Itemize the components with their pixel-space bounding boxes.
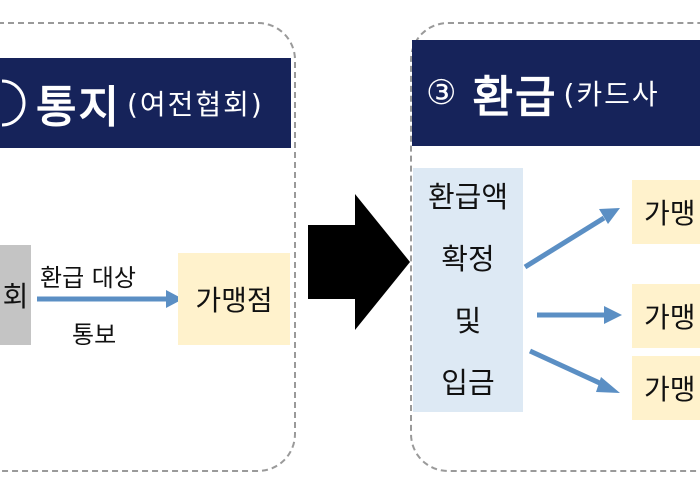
- merchant-box-bottom: 가맹: [632, 356, 700, 420]
- right-header-title: 환급: [472, 72, 558, 123]
- refund-line-2: 확정: [441, 242, 495, 276]
- circled-number-icon: [1, 79, 26, 127]
- edge-label-top: 환급 대상: [40, 264, 136, 292]
- merchant-box: 가맹점: [178, 253, 290, 345]
- source-box-label: 회: [2, 280, 29, 313]
- right-header-subtitle: (카드사: [563, 78, 660, 111]
- left-header-title: 통지: [36, 82, 121, 133]
- merchant-middle-label: 가맹: [644, 301, 696, 334]
- source-box: 회: [0, 245, 31, 345]
- fan-arrow-middle-head: [604, 306, 622, 324]
- left-panel-header: 통지 (여전협회): [0, 58, 291, 148]
- merchant-box-label: 가맹점: [195, 284, 273, 317]
- right-header-number: ③: [426, 73, 457, 113]
- refund-line-4: 입금: [441, 366, 495, 400]
- merchant-top-label: 가맹: [644, 197, 696, 230]
- edge-label-bottom: 통보: [72, 321, 117, 349]
- fan-arrow-bottom-line: [528, 348, 606, 388]
- notify-arrow-head: [166, 290, 183, 308]
- fan-arrow-bottom-head: [596, 377, 620, 393]
- refund-source-box: 환급액 확정 및 입금: [413, 168, 523, 412]
- refund-source-text: 환급액 확정 및 입금: [428, 166, 508, 414]
- merchant-box-middle: 가맹: [632, 284, 700, 348]
- left-header-subtitle: (여전협회): [126, 88, 264, 121]
- big-right-arrow-icon: [308, 194, 410, 330]
- merchant-bottom-label: 가맹: [644, 373, 696, 406]
- fan-arrow-top-line: [523, 215, 606, 270]
- right-panel-header: ③ 환급 (카드사: [412, 40, 700, 146]
- fan-arrow-top-head: [599, 208, 620, 224]
- merchant-box-top: 가맹: [632, 180, 700, 244]
- refund-line-1: 환급액: [427, 180, 509, 214]
- refund-line-3: 및: [454, 304, 482, 338]
